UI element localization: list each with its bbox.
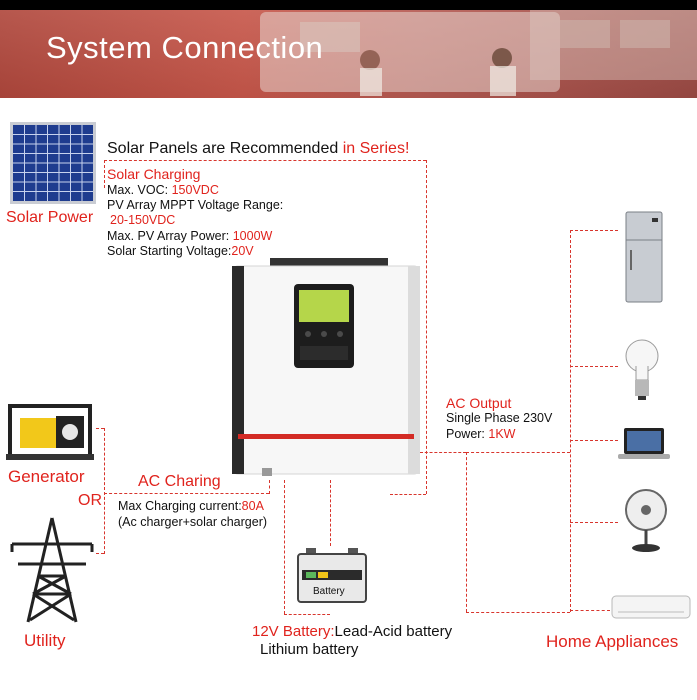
solar-panel-icon	[10, 122, 96, 204]
refrigerator-icon	[625, 211, 663, 303]
generator-label: Generator	[8, 467, 85, 486]
generator-stub	[96, 428, 104, 429]
solar-power-label: Solar Power	[6, 209, 94, 226]
laptop-line	[570, 440, 618, 441]
utility-stub	[96, 553, 104, 554]
voc-label: Max. VOC:	[107, 183, 172, 197]
caravan-photo	[260, 10, 697, 96]
solar-charging-title: Solar Charging	[107, 166, 201, 182]
solar-recommendation: Solar Panels are Recommended in Series!	[107, 140, 409, 158]
ac-unit-line	[570, 610, 610, 611]
charging-current-value: 80A	[241, 499, 264, 513]
ac-out-line	[420, 452, 466, 453]
fridge-line	[570, 230, 618, 231]
battery-title-red: 12V Battery:	[252, 623, 335, 640]
mppt-label: PV Array MPPT Voltage Range:	[107, 198, 284, 212]
bulb-line	[570, 366, 618, 367]
battery-line-bottom-left	[284, 614, 330, 615]
ac-in-line-vertical	[104, 428, 105, 554]
light-bulb-icon	[625, 339, 659, 400]
ac-output-title: AC Output	[446, 395, 512, 411]
battery-title: 12V Battery:Lead-Acid battery	[252, 623, 452, 640]
generator-icon	[6, 404, 94, 460]
fan-icon	[625, 489, 667, 552]
charging-current-label: Max Charging current:	[118, 499, 242, 513]
header-banner: System Connection	[0, 0, 697, 98]
ac-output-power: Power: 1KW	[446, 427, 515, 441]
inverter-illustration	[232, 258, 420, 476]
solar-line-top	[104, 160, 426, 161]
ac-out-line-bottom	[466, 612, 570, 613]
charging-current: Max Charging current:80A	[118, 499, 264, 513]
air-conditioner-icon	[611, 595, 691, 619]
ac-out-line-vertical	[466, 452, 467, 612]
battery-line-right	[330, 480, 331, 546]
top-edge	[0, 0, 697, 10]
fan-line	[570, 522, 618, 523]
home-appliances-label: Home Appliances	[546, 632, 679, 651]
ac-in-line	[104, 493, 269, 494]
charging-note: (Ac charger+solar charger)	[118, 515, 268, 529]
solar-line-right	[426, 160, 427, 494]
array-power: Max. PV Array Power: 1000W	[107, 229, 272, 243]
ac-in-line-up	[269, 480, 270, 494]
ac-output-power-label: Power:	[446, 427, 489, 441]
solar-line-left	[104, 160, 105, 188]
voc-value: 150VDC	[171, 183, 219, 197]
ac-out-line-mid	[466, 452, 570, 453]
utility-label: Utility	[24, 631, 66, 650]
array-power-value: 1000W	[232, 229, 273, 243]
mppt-value: 20-150VDC	[110, 213, 176, 227]
ac-output-phase: Single Phase 230V	[446, 411, 553, 425]
start-label: Solar Starting Voltage:	[107, 244, 232, 258]
ac-charging-title: AC Charing	[138, 473, 221, 490]
battery-type-1: Lead-Acid battery	[334, 623, 453, 640]
start-value: 20V	[231, 244, 254, 258]
utility-tower-icon	[10, 517, 94, 623]
or-label: OR	[78, 492, 102, 509]
battery-icon	[297, 548, 367, 603]
solar-line-to-inverter	[390, 494, 426, 495]
solar-voc: Max. VOC: 150VDC	[107, 183, 219, 197]
solar-start: Solar Starting Voltage:20V	[107, 244, 254, 258]
laptop-icon	[618, 428, 670, 459]
battery-box-label: Battery	[313, 586, 345, 597]
banner-title: System Connection	[46, 30, 324, 65]
ac-output-power-value: 1KW	[488, 427, 516, 441]
battery-type-2: Lithium battery	[260, 641, 359, 658]
appliance-bus	[570, 230, 571, 612]
recommend-emphasis: in Series!	[342, 140, 410, 157]
array-power-label: Max. PV Array Power:	[107, 229, 233, 243]
battery-line-left	[284, 480, 285, 614]
recommend-text: Solar Panels are Recommended	[107, 140, 343, 157]
